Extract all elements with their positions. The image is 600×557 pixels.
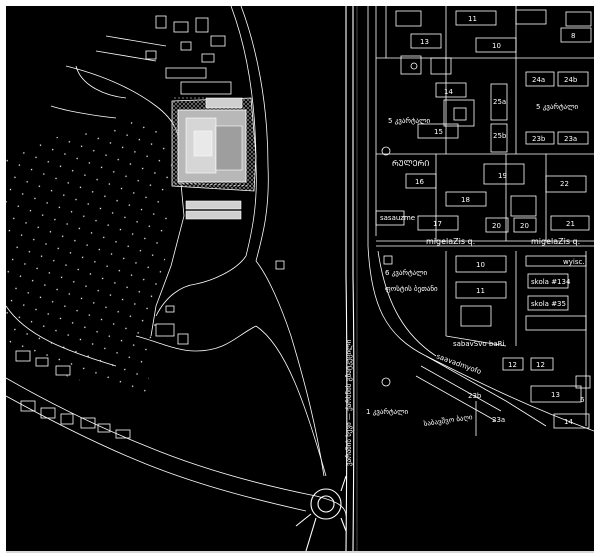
landmark-label: საბავშვო ბაღი bbox=[423, 413, 473, 428]
map-canvas: 11 13 10 8 24a 24b 14 25a 25b 15 23b 23a… bbox=[5, 5, 595, 552]
roundabout bbox=[295, 475, 347, 552]
left-roads bbox=[5, 5, 347, 517]
block-label: 19 bbox=[498, 172, 507, 180]
orchard-area bbox=[6, 116, 172, 401]
district-label: 5 კვარტალი bbox=[388, 116, 431, 125]
block-label: 22 bbox=[560, 180, 569, 188]
block-label: 6 bbox=[580, 396, 585, 404]
school-label: skola #134 bbox=[531, 278, 571, 286]
block-label: 21 bbox=[566, 220, 575, 228]
block-label: 8 bbox=[571, 32, 575, 40]
block-label: 24b bbox=[564, 76, 578, 84]
block-label: 10 bbox=[492, 42, 501, 50]
main-highway bbox=[345, 6, 358, 552]
block-label: 12 bbox=[508, 361, 517, 369]
landmark-label: ᲠᲣᲚᲔᲠᲘ bbox=[392, 159, 429, 168]
block-label: 23b bbox=[532, 135, 546, 143]
block-label: 11 bbox=[468, 15, 477, 23]
block-label: 25b bbox=[493, 132, 507, 140]
site-plan-map[interactable]: 11 13 10 8 24a 24b 14 25a 25b 15 23b 23a… bbox=[5, 5, 595, 553]
map-symbols bbox=[381, 62, 418, 387]
landmark-label: ფოსტის ბეთანი bbox=[385, 285, 438, 293]
block-label: 14 bbox=[444, 88, 453, 96]
block-label: 13 bbox=[551, 391, 560, 399]
block-label: 25a bbox=[493, 98, 506, 106]
district-label: 5 კვარტალი bbox=[536, 102, 579, 111]
block-label: 18 bbox=[461, 196, 470, 204]
street-label: migelaZis q. bbox=[426, 237, 475, 246]
block-label: 20 bbox=[492, 222, 501, 230]
road-label: ვარაზის ხევი — ქარხნის გზატკეცილი bbox=[344, 339, 353, 466]
street-grid bbox=[367, 6, 595, 436]
center-left-objects bbox=[155, 260, 285, 345]
landmark-label: sabavSvo baRi bbox=[453, 340, 505, 348]
block-label: 23b bbox=[468, 392, 482, 400]
block-label: 10 bbox=[476, 261, 485, 269]
block-label: 15 bbox=[434, 128, 443, 136]
block-label: 16 bbox=[415, 178, 424, 186]
block-label: 13 bbox=[420, 38, 429, 46]
district-label: 1 კვარტალი bbox=[366, 407, 409, 416]
landmark-label: wyisc. bbox=[563, 258, 585, 266]
block-label: 12 bbox=[536, 361, 545, 369]
bottom-left-buildings bbox=[15, 350, 131, 439]
district-labels: 5 კვარტალი 5 კვარტალი ᲠᲣᲚᲔᲠᲘ sasauzme mi… bbox=[344, 102, 585, 466]
landmark-label: sasauzme bbox=[380, 214, 415, 222]
block-labels: 11 13 10 8 24a 24b 14 25a 25b 15 23b 23a… bbox=[415, 15, 585, 426]
block-label: 23a bbox=[492, 416, 505, 424]
block-label: 20 bbox=[520, 222, 529, 230]
street-label: migelaZis q. bbox=[531, 237, 580, 246]
district-label: 6 კვარტალი bbox=[385, 268, 428, 277]
project-site[interactable] bbox=[171, 97, 257, 220]
block-label: 23a bbox=[564, 135, 577, 143]
block-label: 17 bbox=[433, 220, 442, 228]
block-label: 11 bbox=[476, 287, 485, 295]
block-label: 24a bbox=[532, 76, 545, 84]
top-left-buildings bbox=[145, 15, 232, 95]
school-label: skola #35 bbox=[531, 300, 566, 308]
block-label: 14 bbox=[564, 418, 573, 426]
